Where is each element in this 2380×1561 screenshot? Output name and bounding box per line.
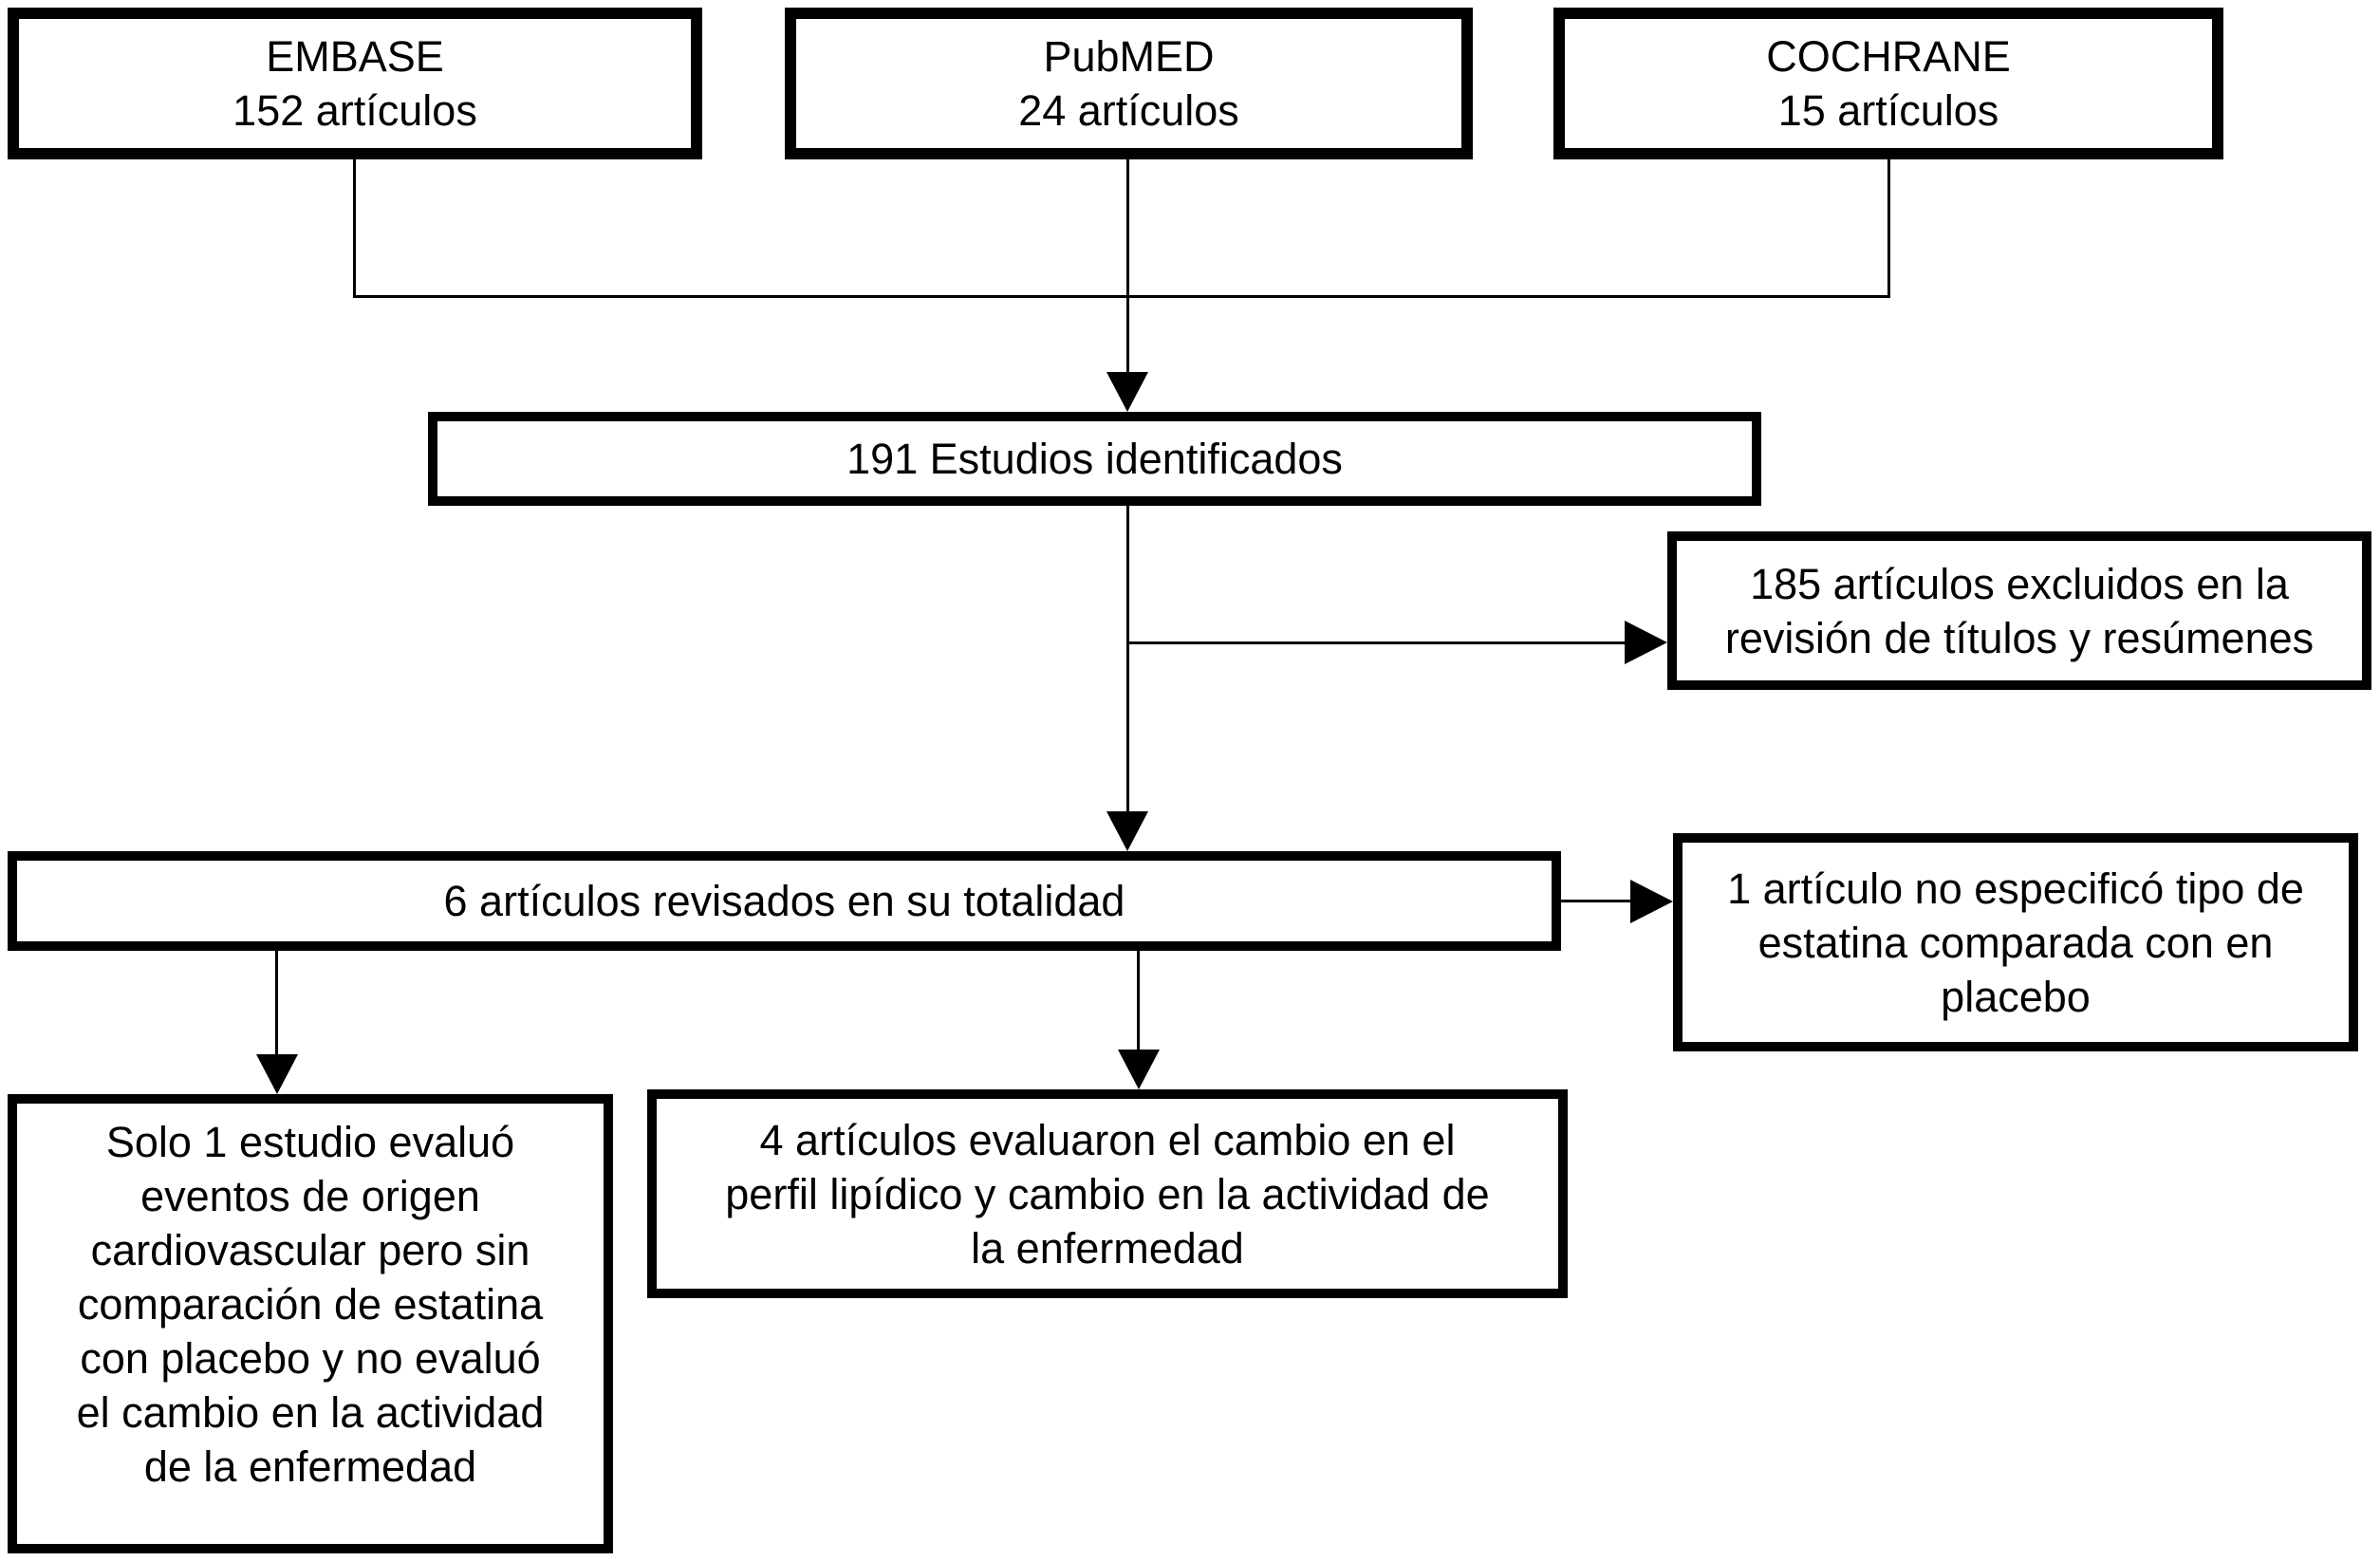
flow-node-identified: 191 Estudios identificados: [428, 412, 1761, 506]
flow-node-pubmed: PubMED 24 artículos: [785, 8, 1473, 159]
arrowhead-into-no-statin-icon: [1630, 880, 1673, 923]
flow-node-cochrane: COCHRANE 15 artículos: [1553, 8, 2223, 159]
connector-full-review-down-left: [275, 951, 278, 1058]
connector-full-review-down-mid: [1137, 951, 1140, 1051]
flow-node-full-review: 6 artículos revisados en su totalidad: [8, 851, 1561, 951]
flow-node-embase: EMBASE 152 artículos: [8, 8, 702, 159]
connector-identified-down: [1126, 506, 1129, 813]
connector-merge-horizontal: [353, 295, 1890, 298]
arrowhead-into-excluded-icon: [1625, 621, 1667, 664]
connector-full-review-right: [1561, 900, 1630, 902]
arrowhead-into-lipid-icon: [1118, 1050, 1160, 1089]
connector-branch-excluded: [1126, 641, 1625, 644]
connector-pubmed-down: [1126, 158, 1129, 376]
connector-cochrane-down: [1887, 158, 1890, 298]
flow-node-cardio-only: Solo 1 estudio evaluó eventos de origen …: [8, 1094, 613, 1553]
arrowhead-into-full-review-icon: [1106, 811, 1148, 851]
connector-embase-down: [353, 158, 356, 298]
flow-node-no-statin-type: 1 artículo no especificó tipo de estatin…: [1673, 833, 2358, 1051]
arrowhead-into-cardio-icon: [256, 1054, 298, 1094]
arrowhead-into-identified-icon: [1106, 372, 1148, 412]
flow-node-excluded-titles: 185 artículos excluidos en la revisión d…: [1667, 531, 2371, 690]
flow-node-lipid-profile: 4 artículos evaluaron el cambio en el pe…: [647, 1089, 1568, 1298]
